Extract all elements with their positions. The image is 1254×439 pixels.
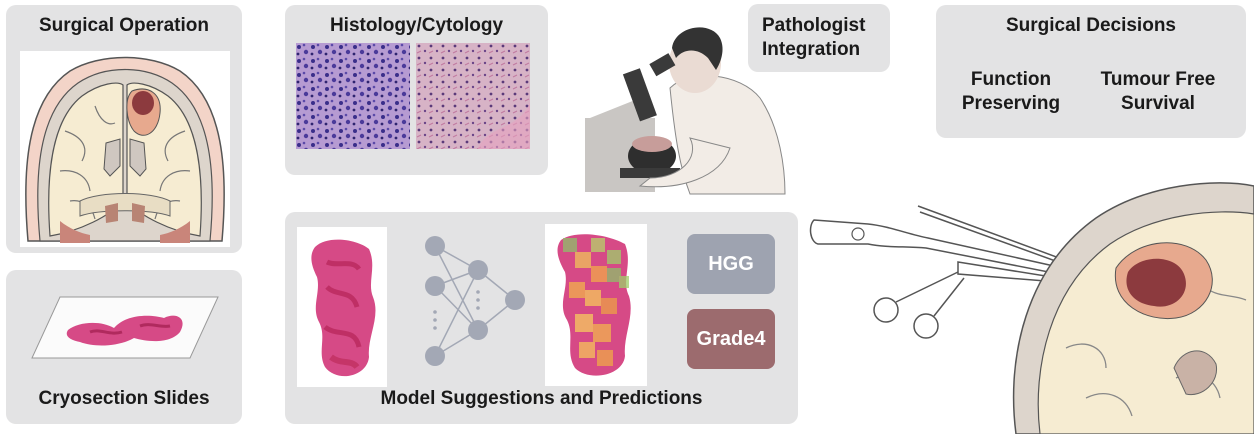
model-suggestions-panel: HGG Grade4 Model Suggestions and Predict… (285, 212, 798, 424)
pathologist-microscope-illustration (580, 18, 790, 196)
pathologist-integration-panel: Pathologist Integration (748, 4, 890, 72)
pathologist-label-line2: Integration (762, 39, 861, 60)
grade4-prediction-badge: Grade4 (687, 309, 775, 369)
pathologist-label-line1: Pathologist (762, 15, 866, 36)
tumour-free-line1: Tumour Free (1100, 69, 1216, 90)
wsi-thumbnail (297, 227, 387, 387)
surgical-decisions-title: Surgical Decisions (1005, 15, 1176, 36)
brain-coronal-illustration (20, 51, 230, 247)
heatmap-thumbnail (545, 224, 647, 386)
cryosection-slides-title: Cryosection Slides (38, 388, 210, 409)
histology-cytology-panel: Histology/Cytology (285, 5, 548, 175)
neural-network-icon (423, 234, 533, 366)
model-suggestions-title: Model Suggestions and Predictions (380, 388, 703, 409)
function-preserving-label: Function Preserving (946, 68, 1076, 116)
cryosection-slides-panel: Cryosection Slides (6, 270, 242, 424)
surgical-decisions-panel: Surgical Decisions Function Preserving T… (936, 5, 1246, 138)
function-preserving-line1: Function (970, 69, 1052, 90)
cryosection-slide-illustration (30, 292, 220, 362)
brain-surgery-closeup (1006, 168, 1254, 435)
tumour-free-survival-label: Tumour Free Survival (1086, 68, 1230, 116)
surgical-operation-title: Surgical Operation (39, 15, 209, 36)
function-preserving-line2: Preserving (961, 93, 1061, 114)
surgical-operation-panel: Surgical Operation (6, 5, 242, 253)
hgg-prediction-badge: HGG (687, 234, 775, 294)
tumour-free-line2: Survival (1121, 93, 1195, 114)
histology-image-left (296, 43, 410, 149)
histology-image-right (416, 43, 530, 153)
surgical-tools-illustration (808, 200, 1138, 340)
histology-cytology-title: Histology/Cytology (329, 15, 504, 36)
